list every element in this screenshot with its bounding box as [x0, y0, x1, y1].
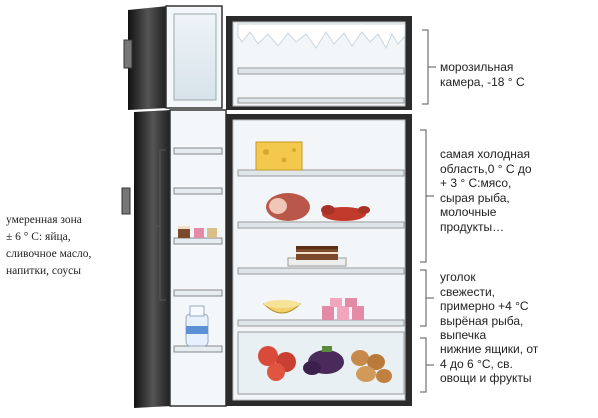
- door-shelf: [173, 187, 223, 195]
- label-door-moderate-zone: умеренная зона ± 6 ° C: яйца, сливочное …: [6, 214, 92, 277]
- fridge-door-edge: [134, 110, 172, 408]
- freezer-handle: [123, 39, 133, 69]
- ham-icon: [266, 193, 310, 221]
- lobster-icon: [321, 205, 370, 221]
- fridge-section: [121, 109, 434, 408]
- desserts-icon: [178, 226, 217, 238]
- freezer-door-window: [173, 13, 217, 101]
- cheese-icon: [255, 141, 303, 171]
- fridge-handle: [121, 187, 131, 215]
- frost: [237, 23, 406, 50]
- door-shelf: [173, 147, 223, 155]
- label-coldest-zone: самая холодная область,0 ° C до + 3 ° C:…: [440, 147, 532, 234]
- freezer-door-edge: [128, 6, 168, 110]
- label-bottom-drawers: нижние ящики, от 4 до 6 °C, св. овощи и …: [440, 342, 539, 385]
- zone-brackets: [420, 129, 434, 393]
- door-shelf: [173, 345, 223, 353]
- shelf-2: [237, 221, 405, 229]
- freezer-bracket: [422, 29, 429, 105]
- shelf-3: [237, 267, 405, 275]
- desserts-icon: [322, 298, 364, 320]
- eggplant-icon: [303, 346, 344, 375]
- shelf-4: [237, 319, 405, 327]
- shelf-1: [237, 169, 405, 177]
- label-freezer: морозильная камера, -18 ° C: [440, 60, 525, 89]
- freezer-floor: [237, 97, 405, 104]
- freezer-section: [123, 5, 436, 110]
- bowl-icon: [262, 300, 302, 314]
- door-shelf: [173, 237, 223, 245]
- tomato-icon: [258, 346, 296, 381]
- potato-icon: [351, 350, 392, 383]
- cake-icon: [287, 246, 347, 267]
- milk-bottle-icon: [185, 305, 209, 347]
- fridge-door-panel: [169, 109, 227, 407]
- label-freshness-zone: уголок свежести, примерно +4 °C вырёная …: [440, 270, 529, 342]
- freezer-shelf: [237, 67, 405, 75]
- door-bracket: [154, 149, 166, 301]
- door-shelf: [173, 289, 223, 297]
